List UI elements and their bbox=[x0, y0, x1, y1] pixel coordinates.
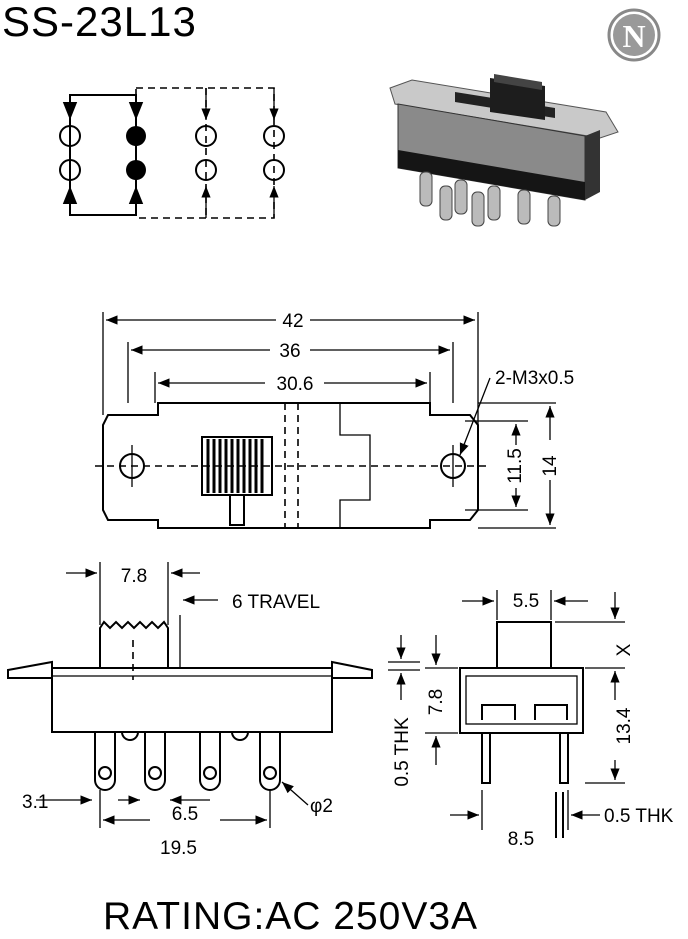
dim-thk-right: 0.5 THK bbox=[604, 806, 674, 827]
front-view bbox=[7, 562, 373, 828]
dim-pitch: 6.5 bbox=[172, 804, 198, 825]
dim-pin-left: 3.1 bbox=[22, 792, 48, 813]
dim-travel: 6 TRAVEL bbox=[232, 592, 320, 613]
dim-x: X bbox=[614, 643, 635, 656]
dim-height-inner: 11.5 bbox=[505, 448, 526, 484]
dim-side-pin: 13.4 bbox=[614, 707, 635, 744]
rating-label: RATING:AC 250V3A bbox=[103, 895, 479, 938]
dim-actuator: 7.8 bbox=[121, 566, 147, 587]
dim-side-actuator: 5.5 bbox=[513, 591, 539, 612]
side-view bbox=[388, 590, 625, 838]
dim-body: 30.6 bbox=[277, 374, 314, 395]
dim-hole: φ2 bbox=[310, 796, 333, 817]
part-number-title: SS-23L13 bbox=[2, 0, 197, 45]
dim-pin-span: 8.5 bbox=[508, 829, 534, 850]
top-view bbox=[95, 312, 556, 529]
dim-front-span: 19.5 bbox=[160, 838, 197, 859]
product-photo bbox=[389, 74, 619, 227]
svg-text:N: N bbox=[622, 18, 645, 54]
dim-holes: 2-M3x0.5 bbox=[495, 368, 574, 389]
dim-side-height: 7.8 bbox=[426, 689, 447, 715]
dim-thk-left: 0.5 THK bbox=[392, 717, 413, 787]
dim-overall: 42 bbox=[282, 311, 303, 332]
brand-logo: N bbox=[607, 8, 661, 62]
circuit-schematic bbox=[59, 87, 285, 219]
dim-height-outer: 14 bbox=[540, 455, 561, 477]
dim-mount-span: 36 bbox=[279, 341, 300, 362]
